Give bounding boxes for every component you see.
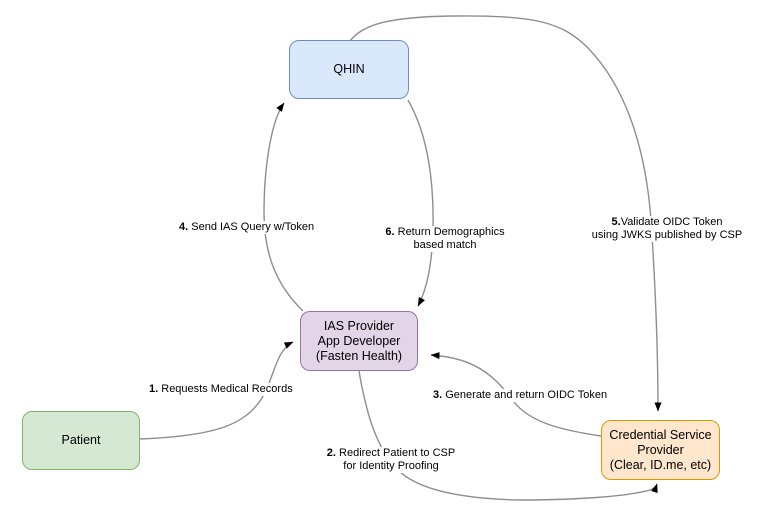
node-ias-provider-label-line3: (Fasten Health) (315, 348, 403, 363)
node-ias-provider: IAS Provider App Developer (Fasten Healt… (300, 311, 418, 371)
node-qhin-label: QHIN (333, 62, 365, 76)
node-patient-label: Patient (61, 433, 101, 447)
edge-4-ias-to-qhin (263, 102, 304, 312)
edge-label-4: 4. Send IAS Query w/Token (178, 221, 316, 234)
edge-label-2: 2. Redirect Patient to CSP for Identity … (325, 447, 457, 473)
node-csp-label-line2: Provider (637, 442, 684, 457)
node-ias-provider-label-line2: App Developer (317, 333, 401, 348)
edge-label-5: 5.Validate OIDC Token using JWKS publish… (590, 216, 744, 242)
node-csp: Credential Service Provider (Clear, ID.m… (601, 420, 720, 480)
node-qhin: QHIN (289, 40, 409, 99)
edge-label-1: 1. Requests Medical Records (148, 383, 294, 396)
edge-label-6: 6. Return Demographics based match (384, 226, 506, 252)
edge-5-qhin-to-csp (349, 15, 662, 412)
edge-1-patient-to-ias (139, 341, 294, 440)
node-csp-label-line1: Credential Service (609, 427, 712, 442)
node-csp-label-line3: (Clear, ID.me, etc) (609, 457, 712, 472)
edge-6-qhin-to-ias (407, 99, 434, 307)
node-patient: Patient (22, 411, 140, 470)
node-ias-provider-label-line1: IAS Provider (323, 318, 395, 333)
edge-label-3: 3. Generate and return OIDC Token (432, 389, 609, 402)
edge-2-ias-to-csp (358, 370, 658, 501)
edge-paths (139, 15, 662, 501)
